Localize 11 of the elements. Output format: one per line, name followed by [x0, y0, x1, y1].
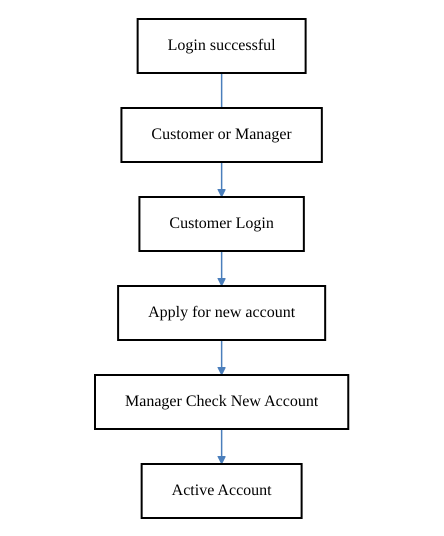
node-box: Login successful — [137, 18, 307, 74]
arrow — [218, 162, 226, 197]
connector — [221, 72, 223, 108]
node-box: Customer Login — [138, 196, 306, 252]
arrow — [218, 250, 226, 286]
arrow — [218, 340, 226, 375]
node-box: Active Account — [141, 462, 303, 518]
node-box: Manager Check New Account — [94, 374, 350, 430]
arrow — [218, 428, 226, 464]
node-box: Customer or Manager — [120, 106, 324, 162]
node-box: Apply for new account — [117, 284, 327, 340]
